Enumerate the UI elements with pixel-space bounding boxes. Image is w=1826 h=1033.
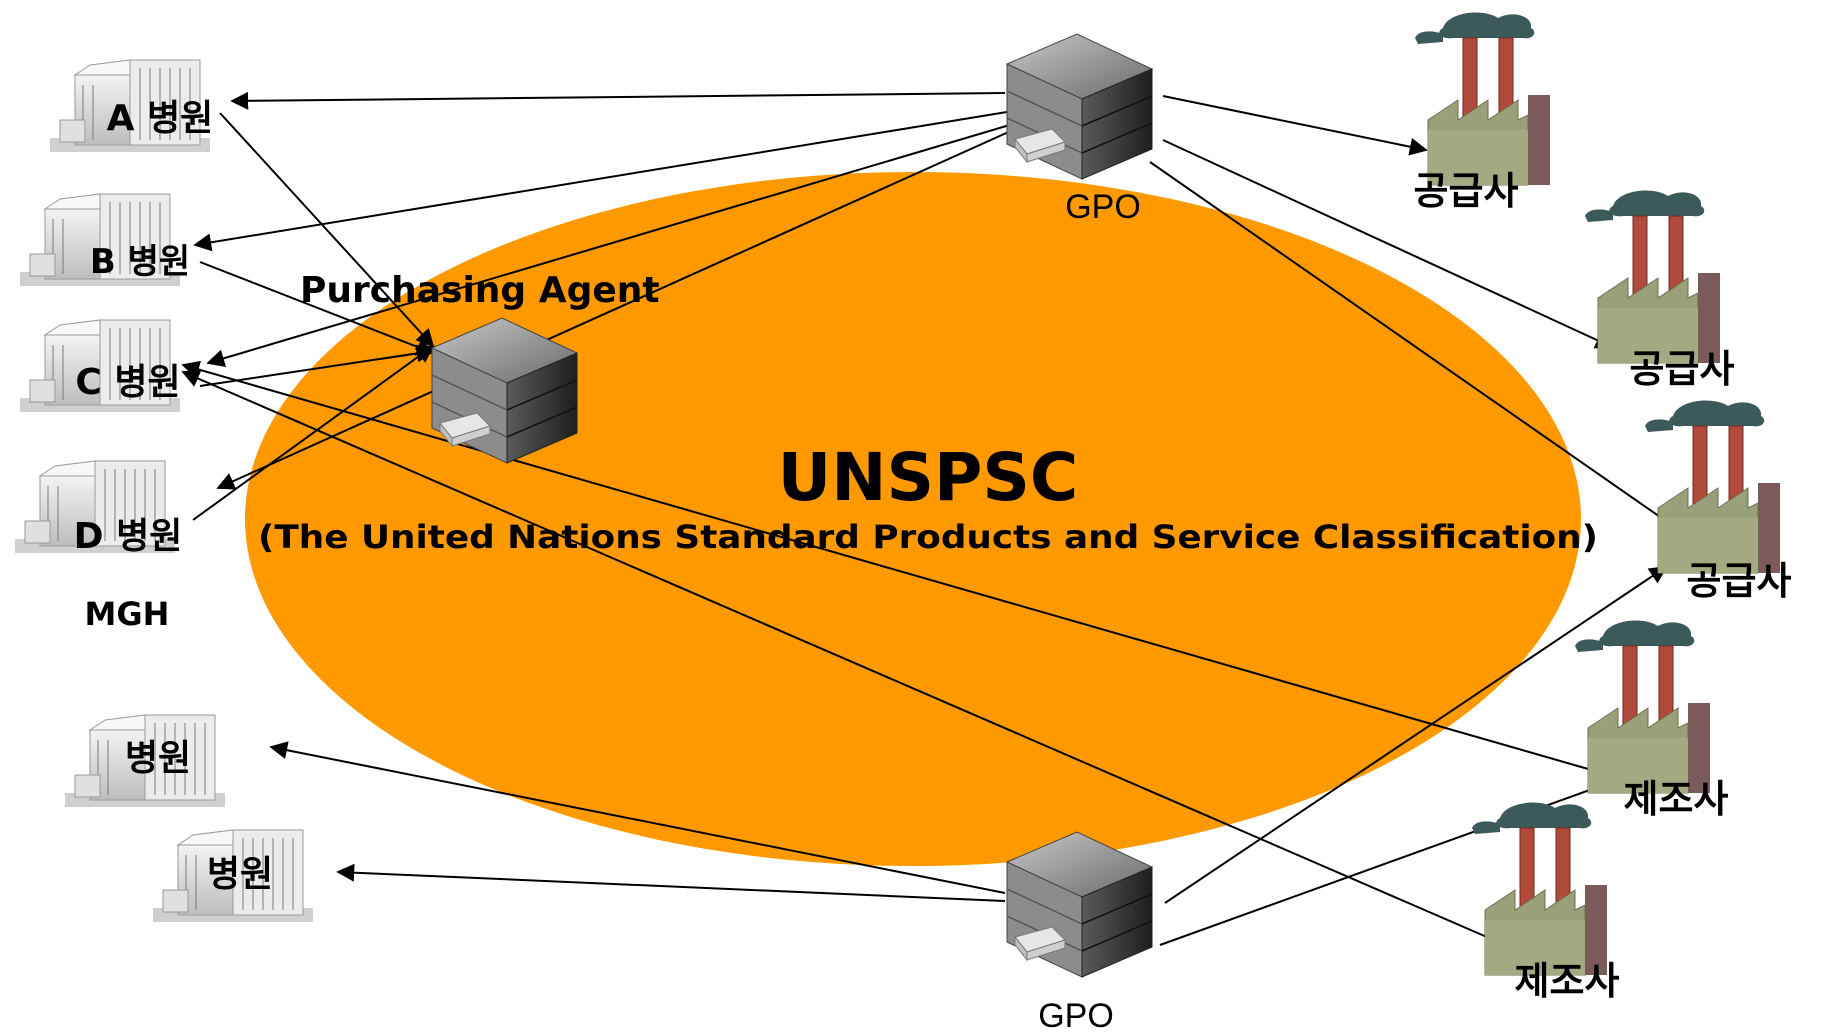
hospital-a-label: A 병원 bbox=[107, 98, 214, 139]
manufacturer-1-factory-icon bbox=[1574, 620, 1711, 794]
arrow-gpo-top-to-supplier-2 bbox=[1162, 139, 1614, 349]
unspsc-title: UNSPSC bbox=[778, 439, 1079, 516]
gpo-bottom-server-icon bbox=[1006, 831, 1153, 978]
supplier-1-factory-icon bbox=[1414, 12, 1551, 186]
arrow-gpo-top-to-hospital-b bbox=[193, 110, 1014, 252]
arrow-hospital-a-to-agent bbox=[219, 112, 435, 348]
unspsc-subtitle: (The United Nations Standard Products an… bbox=[258, 518, 1598, 556]
mgh-label: MGH bbox=[85, 595, 170, 633]
arrow-gpo-bottom-to-hospital-5 bbox=[269, 741, 1006, 894]
gpo-top-server-icon bbox=[1006, 33, 1153, 180]
connection-arrows bbox=[181, 91, 1688, 946]
hospital-c-label: C 병원 bbox=[75, 362, 180, 403]
supplier-2-label: 공급사 bbox=[1630, 347, 1735, 391]
arrow-gpo-top-to-supplier-1 bbox=[1162, 95, 1428, 156]
manufacturer-2-label: 제조사 bbox=[1515, 959, 1620, 1003]
arrow-gpo-top-to-supplier-3 bbox=[1149, 161, 1688, 537]
arrow-gpo-bottom-to-supplier-3 bbox=[1164, 565, 1668, 904]
purchasing-agent-label: Purchasing Agent bbox=[300, 270, 660, 311]
arrow-manufacturer-1-to-hospital-c bbox=[181, 360, 1610, 776]
arrow-hospital-d-to-agent bbox=[192, 344, 435, 521]
hospital-b-label: B 병원 bbox=[90, 242, 190, 282]
supplier-3-factory-icon bbox=[1644, 400, 1781, 574]
arrow-gpo-top-to-hospital-a bbox=[230, 91, 1006, 110]
hospital-6-label: 병원 bbox=[207, 854, 273, 895]
arrow-hospital-b-to-agent bbox=[199, 261, 435, 356]
arrow-gpo-bottom-to-hospital-6 bbox=[336, 863, 1006, 902]
arrow-manufacturer-2-to-hospital-c bbox=[181, 370, 1504, 945]
hospital-d-label: D 병원 bbox=[74, 516, 183, 557]
unspsc-ellipse bbox=[245, 172, 1581, 866]
manufacturer-1-label: 제조사 bbox=[1624, 777, 1729, 821]
manufacturer-2-factory-icon bbox=[1471, 802, 1608, 976]
gpo-top-label: GPO bbox=[1065, 188, 1141, 226]
supplier-1-label: 공급사 bbox=[1414, 169, 1519, 213]
supplier-2-factory-icon bbox=[1584, 190, 1721, 364]
supplier-3-label: 공급사 bbox=[1687, 559, 1792, 603]
arrow-gpo-bottom-to-manufacturer-1 bbox=[1159, 767, 1647, 946]
arrow-gpo-top-to-hospital-d bbox=[216, 129, 1014, 490]
hospital-5-label: 병원 bbox=[125, 738, 191, 779]
arrow-gpo-top-to-hospital-c bbox=[206, 123, 1014, 368]
gpo-bottom-label: GPO bbox=[1038, 997, 1114, 1033]
